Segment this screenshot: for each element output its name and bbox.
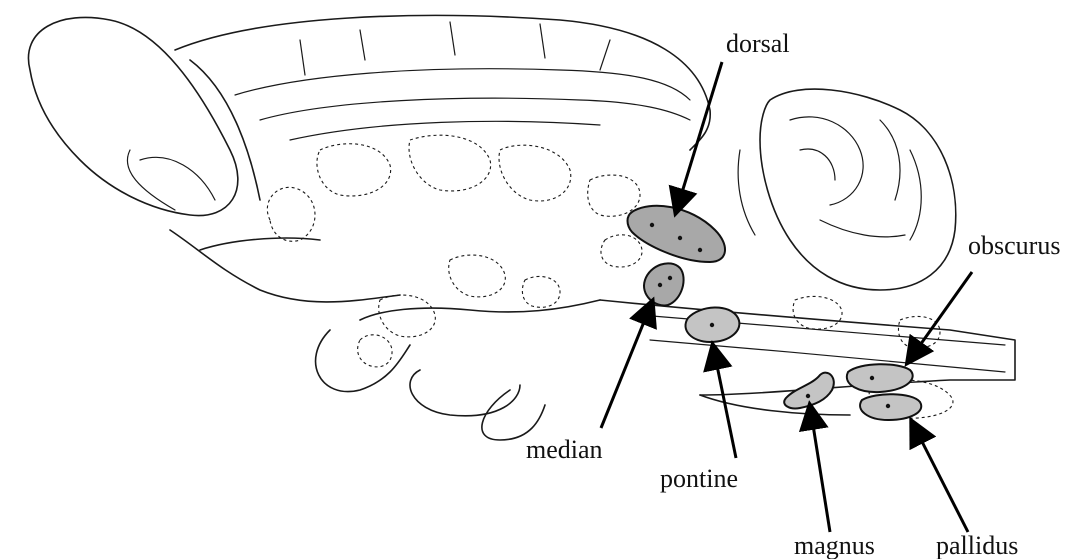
dorsal-arrow <box>676 62 722 212</box>
median-raphe-nucleus <box>644 263 684 305</box>
label-median: median <box>526 435 603 464</box>
magnus-arrow <box>810 406 830 532</box>
label-obscurus: obscurus <box>968 231 1060 260</box>
label-pontine: pontine <box>660 464 738 493</box>
pontine-arrow <box>713 346 736 458</box>
pallidus-arrow <box>912 422 968 532</box>
obscurus-raphe-nucleus <box>847 364 913 392</box>
label-dorsal: dorsal <box>726 29 790 58</box>
label-magnus: magnus <box>794 531 875 559</box>
obscurus-arrow <box>908 272 972 362</box>
median-arrow <box>601 302 652 428</box>
pallidus-raphe-nucleus <box>860 394 921 420</box>
label-pallidus: pallidus <box>936 531 1018 559</box>
raphe-nuclei <box>628 206 922 420</box>
